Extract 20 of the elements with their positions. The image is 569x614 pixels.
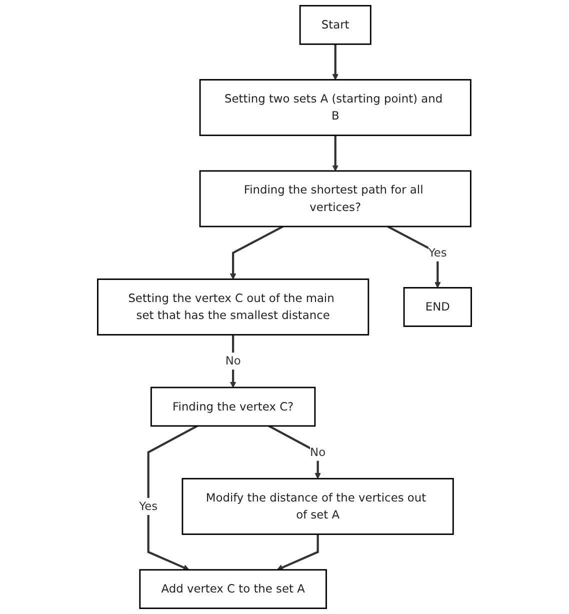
node-box: Finding the vertex C? (150, 386, 316, 427)
node-box: Setting two sets A (starting point) and B (199, 79, 472, 136)
arrow (268, 425, 321, 479)
arrow (276, 534, 319, 570)
edge-label: Yes (139, 499, 158, 513)
node-box: Add vertex C to the set A (139, 569, 327, 610)
arrow (332, 135, 338, 172)
edge-label: No (225, 354, 241, 368)
node-box: END (403, 287, 472, 327)
edge-label: Yes (428, 246, 447, 260)
node-box: Setting the vertex C out of the main set that has the smallest distance (97, 278, 370, 336)
arrow (230, 226, 284, 280)
node-box: Finding the shortest path for all vertices? (199, 170, 472, 228)
node-box: Modify the distance of the vertices out of set A (182, 478, 454, 535)
arrow (230, 334, 236, 388)
arrow (387, 226, 441, 288)
arrow (147, 425, 198, 570)
arrow (332, 44, 338, 80)
node-box: Start (299, 4, 372, 45)
edge-label: No (310, 445, 326, 459)
